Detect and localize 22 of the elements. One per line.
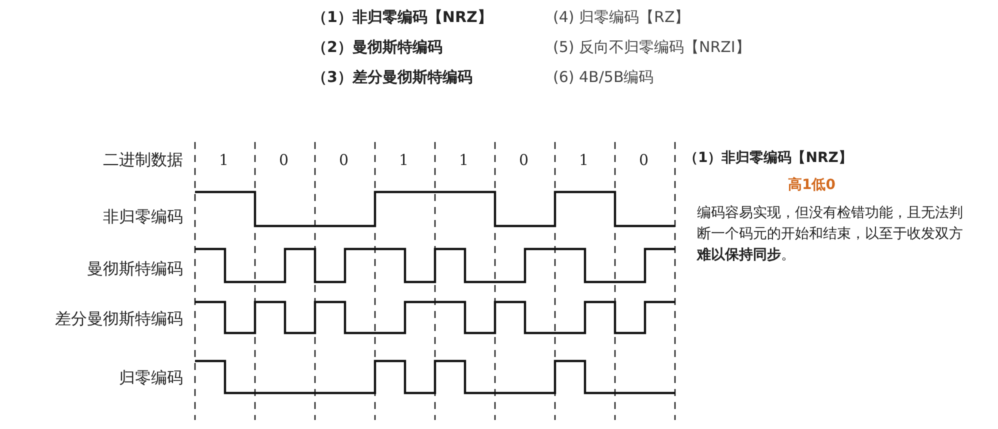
bit-value: 1 — [219, 151, 229, 169]
row-label: 曼彻斯特编码 — [86, 259, 183, 280]
list-item: (6) 4B/5B编码 — [553, 68, 654, 87]
list-item: (5) 反向不归零编码【NRZI】 — [553, 38, 750, 57]
row-label: 差分曼彻斯特编码 — [54, 309, 183, 330]
row-label: 归零编码 — [118, 368, 183, 389]
bit-value: 1 — [579, 151, 589, 169]
list-item: （2）曼彻斯特编码 — [312, 38, 442, 57]
list-item: （3）差分曼彻斯特编码 — [312, 68, 472, 87]
subheading: 高1低0 — [788, 176, 836, 194]
bit-value: 0 — [339, 151, 349, 169]
bit-value: 0 — [519, 151, 529, 169]
list-item: (4) 归零编码【RZ】 — [553, 8, 690, 27]
bit-value: 1 — [459, 151, 469, 169]
section-heading: （1）非归零编码【NRZ】 — [684, 149, 852, 167]
description-text: 编码容易实现，但没有检错功能，且无法判断一个码元的开始和结束，以至于收发双方难以保持同步。 — [697, 204, 964, 265]
list-item: （1）非归零编码【NRZ】 — [312, 8, 492, 27]
row-label: 非归零编码 — [102, 207, 183, 228]
bit-value: 1 — [399, 151, 409, 169]
bit-value: 0 — [639, 151, 649, 169]
row-label: 二进制数据 — [102, 150, 183, 171]
bit-value: 0 — [279, 151, 289, 169]
